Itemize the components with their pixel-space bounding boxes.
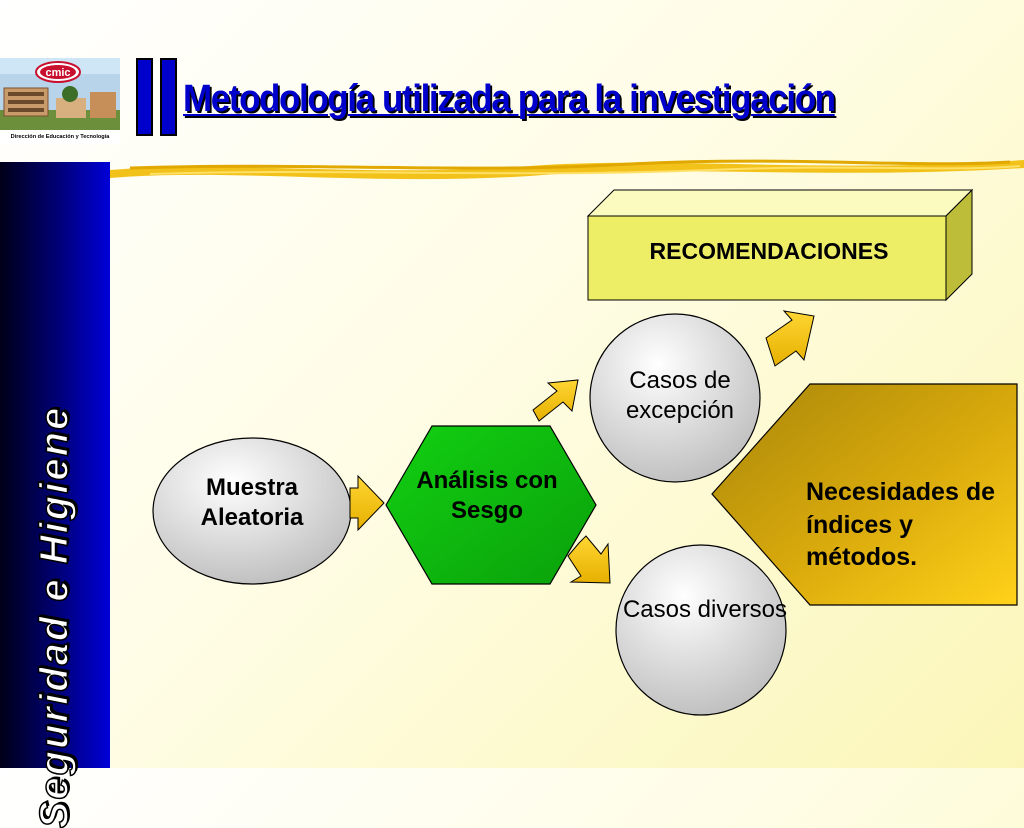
analisis-sesgo-node <box>385 425 597 585</box>
arrow-up-right-icon <box>765 310 815 367</box>
logo-caption: Dirección de Educación y Tecnología <box>11 134 111 140</box>
analisis-sesgo-label: Análisis con Sesgo <box>416 467 558 524</box>
necesidades-label: Necesidades de índices y métodos. <box>806 478 995 571</box>
arrow-right-icon <box>349 474 385 532</box>
cmic-logo-icon: cmic Dirección de Educación y Tecnología <box>0 58 120 144</box>
brush-stroke-divider <box>110 159 1024 180</box>
title-accent-bar <box>160 58 177 136</box>
logo-badge-text: cmic <box>45 67 70 79</box>
recomendaciones-label: RECOMENDACIONES <box>649 238 889 264</box>
casos-excepcion-label: Casos de excepción <box>625 367 735 424</box>
casos-excepcion-node <box>589 313 761 483</box>
arrow-down-right-icon <box>567 535 611 584</box>
arrow-up-right-icon <box>532 379 579 422</box>
casos-diversos-node <box>615 544 787 716</box>
recomendaciones-box <box>586 188 974 302</box>
casos-diversos-label: Casos diversos <box>622 596 788 623</box>
page-title: Metodología utilizada para la investigac… <box>183 78 836 120</box>
sidebar-banner: Seguridad e Higiene <box>0 162 110 828</box>
necesidades-node <box>711 383 1018 606</box>
muestra-aleatoria-label: Muestra Aleatoria <box>200 474 304 531</box>
diagram <box>152 188 1018 716</box>
title-accent-bar <box>136 58 153 136</box>
